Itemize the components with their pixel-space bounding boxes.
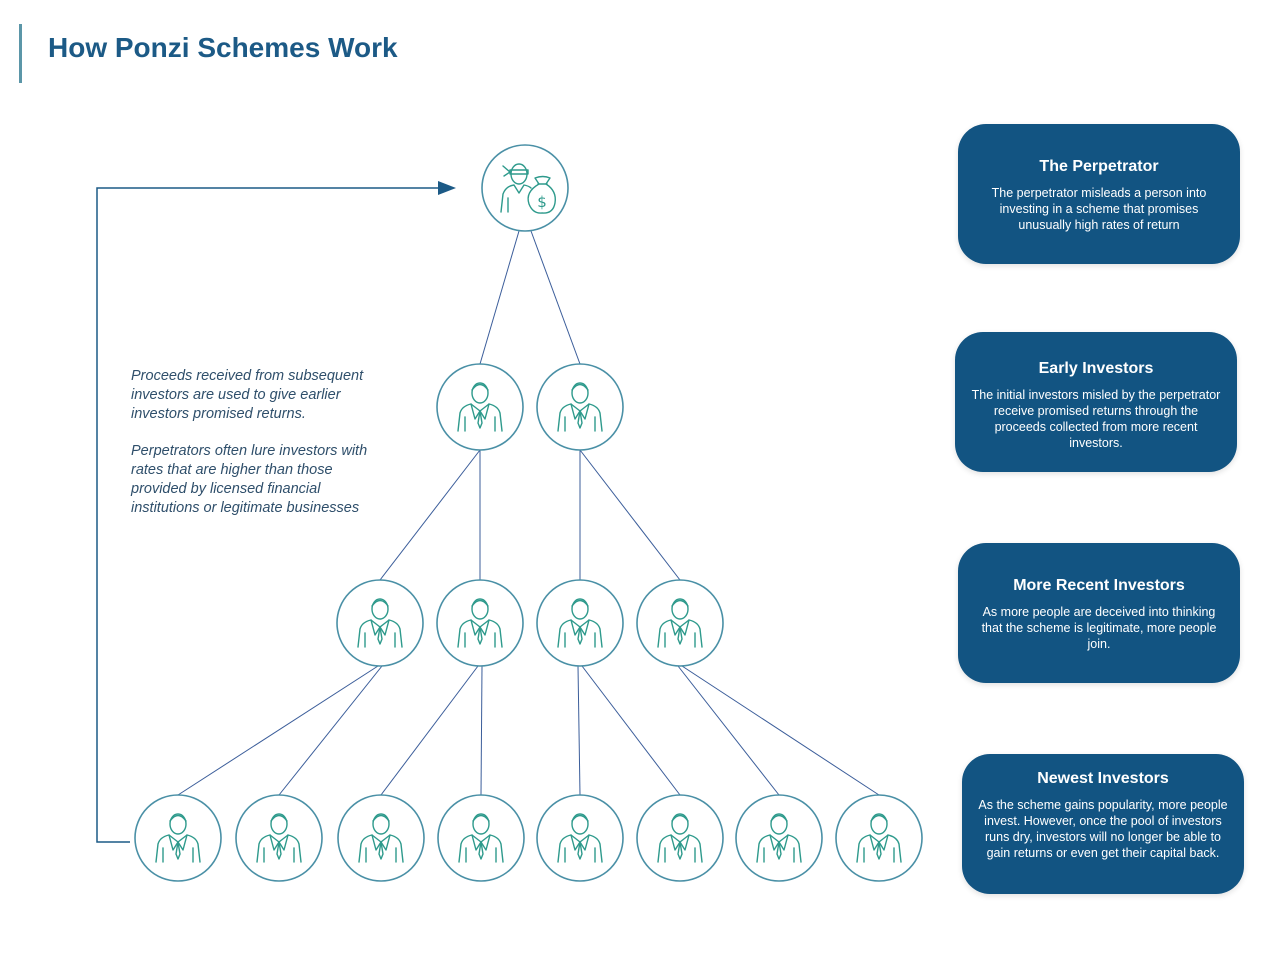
card-body: As more people are deceived into thinkin… [981, 605, 1217, 651]
card-body: The perpetrator misleads a person into i… [991, 186, 1207, 232]
card-body: The initial investors misled by the perp… [971, 388, 1221, 450]
businessman-icon [657, 813, 703, 863]
businessman-icon [557, 598, 603, 648]
note-lure: Perpetrators often lure investors with r… [131, 443, 368, 516]
tree-edge [579, 449, 681, 581]
page-title: How Ponzi Schemes Work [48, 32, 398, 63]
tree-edge [677, 665, 780, 796]
businessman-icon [458, 813, 504, 863]
investor-node [835, 794, 923, 882]
investor-node [437, 794, 525, 882]
tree-edge [681, 665, 880, 796]
card-early-investors: Early Investors The initial investors mi… [955, 332, 1237, 472]
card-perpetrator: The Perpetrator The perpetrator misleads… [958, 124, 1240, 264]
businessman-icon [856, 813, 902, 863]
masked-person-money-bag-icon: $ [500, 163, 556, 214]
tree-edge [581, 665, 681, 796]
arrow-head-icon [438, 181, 456, 195]
tree-edge [278, 665, 383, 796]
investor-node [134, 794, 222, 882]
card-newest-investors: Newest Investors As the scheme gains pop… [962, 754, 1244, 894]
investor-node [536, 579, 624, 667]
investor-node [536, 794, 624, 882]
investor-node [636, 794, 724, 882]
tree-edge [530, 230, 581, 365]
tree-edge [177, 665, 379, 796]
investor-node [735, 794, 823, 882]
card-title: The Perpetrator [1039, 158, 1159, 175]
investor-node [436, 579, 524, 667]
card-more-recent-investors: More Recent Investors As more people are… [958, 543, 1240, 683]
businessman-icon [657, 598, 703, 648]
businessman-icon [155, 813, 201, 863]
businessman-icon [557, 813, 603, 863]
investor-node [235, 794, 323, 882]
card-title: More Recent Investors [1013, 577, 1185, 594]
businessman-icon [457, 382, 503, 432]
investor-node [336, 579, 424, 667]
investor-node [636, 579, 724, 667]
tree-edge [577, 665, 581, 796]
note-proceeds: Proceeds received from subsequent invest… [131, 368, 364, 422]
businessman-icon [357, 598, 403, 648]
investor-node [536, 363, 624, 451]
businessman-icon [557, 382, 603, 432]
tree-edge [479, 230, 520, 365]
feedback-arrow [96, 181, 456, 843]
investor-node [436, 363, 524, 451]
card-title: Newest Investors [1037, 770, 1169, 787]
tree-edge [480, 665, 483, 796]
feedback-arrow-line [96, 187, 440, 843]
dollar-sign-icon: $ [537, 193, 547, 211]
businessman-icon [457, 598, 503, 648]
tree-nodes: $ [134, 144, 923, 882]
businessman-icon [756, 813, 802, 863]
tree-edge [380, 665, 479, 796]
card-title: Early Investors [1038, 360, 1154, 377]
businessman-icon [256, 813, 302, 863]
tree-edges [177, 230, 880, 796]
title-accent-bar [19, 24, 22, 83]
card-body: As the scheme gains popularity, more peo… [978, 798, 1228, 860]
businessman-icon [358, 813, 404, 863]
investor-node [337, 794, 425, 882]
perpetrator-node: $ [481, 144, 569, 232]
tree-edge [379, 449, 481, 581]
